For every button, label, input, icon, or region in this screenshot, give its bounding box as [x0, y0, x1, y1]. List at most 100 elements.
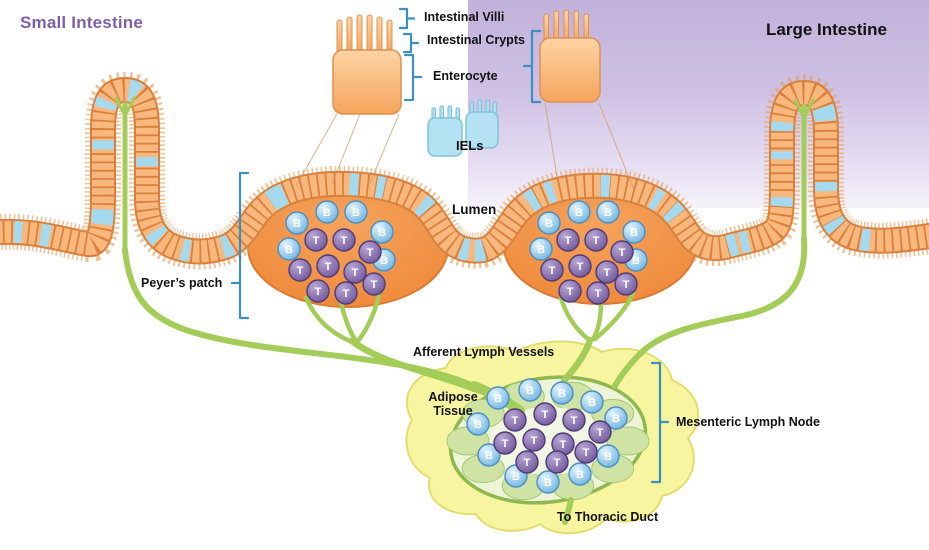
- b-cell: B: [536, 470, 560, 494]
- b-cell: B: [568, 462, 592, 486]
- b-cell-label: B: [285, 244, 293, 256]
- t-cell-label: T: [315, 286, 322, 298]
- annotation-brackets: [230, 7, 670, 484]
- t-cell-label: T: [560, 439, 567, 451]
- t-cell-label: T: [565, 235, 572, 247]
- b-cell-label: B: [380, 255, 388, 267]
- b-cell: B: [285, 211, 309, 235]
- b-cell: B: [622, 220, 646, 244]
- lymph-vessels: [114, 96, 815, 525]
- t-cell: T: [584, 228, 608, 252]
- t-cell: T: [316, 254, 340, 278]
- patch-efferent-branch: [338, 299, 359, 344]
- t-cell: T: [574, 440, 598, 464]
- iel-cell: [427, 117, 463, 157]
- t-cell: T: [545, 450, 569, 474]
- t-cell-label: T: [619, 247, 626, 259]
- t-cell: T: [288, 258, 312, 282]
- b-cell-label: B: [537, 244, 545, 256]
- t-cell-label: T: [367, 247, 374, 259]
- b-cell-label: B: [512, 471, 520, 483]
- microvillus: [346, 16, 353, 55]
- b-cell: B: [466, 412, 490, 436]
- t-cell-label: T: [313, 235, 320, 247]
- t-cell-label: T: [352, 267, 359, 279]
- t-cell-label: T: [549, 265, 556, 277]
- t-cell-label: T: [531, 435, 538, 447]
- afferent-lymph-vessels-label: Afferent Lymph Vessels: [413, 345, 555, 359]
- t-cell-label: T: [297, 265, 304, 277]
- magnification-lines: [295, 102, 635, 191]
- t-cell: T: [556, 228, 580, 252]
- iels-label: IELs: [456, 138, 484, 153]
- b-cell-label: B: [526, 385, 534, 397]
- enterocyte-cell: [539, 37, 601, 103]
- t-cell-label: T: [593, 235, 600, 247]
- t-cell-label: T: [341, 235, 348, 247]
- b-cell-label: B: [604, 451, 612, 463]
- t-cell: T: [562, 408, 586, 432]
- b-cell-label: B: [474, 419, 482, 431]
- t-cell: T: [334, 281, 358, 305]
- lumen-label: Lumen: [452, 202, 497, 217]
- mesenteric-lymph-node-label: Mesenteric Lymph Node: [676, 415, 821, 429]
- microvillus: [366, 14, 373, 55]
- enterocyte-inset-right: [539, 9, 601, 103]
- enterocyte-label: Enterocyte: [433, 69, 498, 83]
- b-cell: B: [580, 390, 604, 414]
- t-cell: T: [306, 279, 330, 303]
- t-cell: T: [595, 260, 619, 284]
- mag-line: [598, 102, 635, 191]
- b-cell: B: [315, 200, 339, 224]
- enterocyte-cell: [332, 49, 402, 115]
- b-cell: B: [277, 237, 301, 261]
- peyers-patch-bracket: [230, 171, 250, 320]
- t-cell: T: [522, 428, 546, 452]
- microvillus: [376, 16, 383, 55]
- b-cell: B: [604, 406, 628, 430]
- t-cell: T: [558, 279, 582, 303]
- t-cell: T: [362, 272, 386, 296]
- iel-cell: [465, 111, 499, 149]
- intestinal-villi-label: Intestinal Villi: [424, 10, 505, 24]
- t-cell-label: T: [371, 279, 378, 291]
- enterocyte-bracket: [403, 53, 423, 102]
- mag-line: [369, 113, 400, 184]
- b-cell: B: [596, 444, 620, 468]
- afferent-vessel-patch-right: [560, 336, 594, 385]
- t-cell-label: T: [595, 288, 602, 300]
- t-cell-label: T: [583, 447, 590, 459]
- t-cell: T: [503, 408, 527, 432]
- patch-efferent-branch: [558, 295, 591, 342]
- iel-inset: [427, 99, 499, 157]
- b-cell: B: [518, 378, 542, 402]
- afferent-vessel-right: [612, 235, 808, 389]
- b-cell: B: [370, 220, 394, 244]
- t-cell-label: T: [623, 279, 630, 291]
- b-cell-label: B: [293, 218, 301, 230]
- b-cell: B: [567, 200, 591, 224]
- b-cell-label: B: [544, 477, 552, 489]
- patch-efferent-branch: [303, 295, 355, 345]
- b-cell-label: B: [323, 207, 331, 219]
- t-cell-label: T: [524, 457, 531, 469]
- t-cell: T: [533, 402, 557, 426]
- t-cell-label: T: [577, 261, 584, 273]
- b-cell: B: [596, 200, 620, 224]
- t-cell-label: T: [597, 427, 604, 439]
- t-cell-label: T: [512, 415, 519, 427]
- t-cell-label: T: [554, 457, 561, 469]
- b-cell: B: [529, 237, 553, 261]
- t-cell-label: T: [343, 288, 350, 300]
- t-cell: T: [515, 450, 539, 474]
- t-cell: T: [614, 272, 638, 296]
- b-cell: B: [550, 381, 574, 405]
- t-cell: T: [358, 240, 382, 264]
- intestinal-crypts-label: Intestinal Crypts: [427, 33, 525, 47]
- mesenteric-lymph-node-bracket: [650, 361, 670, 484]
- microvillus: [336, 19, 343, 55]
- b-cell-label: B: [575, 207, 583, 219]
- t-cell-label: T: [604, 267, 611, 279]
